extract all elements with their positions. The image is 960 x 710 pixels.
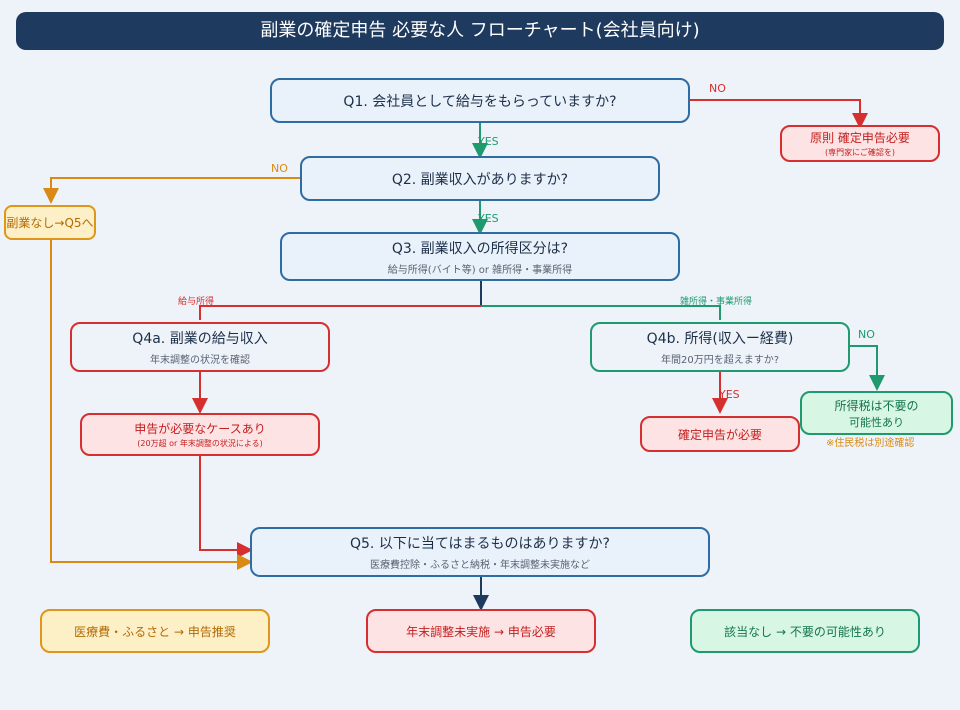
question-q2: Q2. 副業収入がありますか? [300,156,660,201]
q2-text: Q2. 副業収入がありますか? [391,171,569,188]
q5-subtext: 医療費控除・ふるさと納税・年末調整未実施など [370,560,590,571]
case-subtext: (20万超 or 年末調整の状況による) [137,439,263,448]
label-q2-yes: YES [478,212,499,225]
no-tax-text-2: 可能性あり [849,415,904,429]
label-q4b-no: NO [858,328,875,341]
q3-text: Q3. 副業収入の所得区分は? [391,240,569,257]
principle-subtext: (専門家にご確認を) [824,148,896,157]
connector-nosub-q5 [50,240,253,570]
outcome-medical-furusato: 医療費・ふるさと → 申告推奨 [40,609,270,653]
q3-subtext: 給与所得(バイト等) or 雑所得・事業所得 [387,264,573,276]
connector-q3-misc [481,305,721,320]
outcome-none-text: 該当なし → 不要の可能性あり [724,624,886,639]
label-q4b-yes: YES [719,388,740,401]
q5-text: Q5. 以下に当てはまるものはありますか? [350,536,610,552]
question-q4a: Q4a. 副業の給与収入 年末調整の状況を確認 [70,322,330,372]
q4b-text: Q4b. 所得(収入ー経費) [646,331,794,347]
outcome-yearend-text: 年末調整未実施 → 申告必要 [406,624,556,639]
principle-text: 原則 確定申告必要 [810,131,910,145]
label-q1-no: NO [709,82,726,95]
no-side-income-text: 副業なし→Q5へ [6,216,94,230]
label-q3-salary: 給与所得 [178,297,215,307]
outcome-yearend-missing: 年末調整未実施 → 申告必要 [366,609,596,653]
question-q3: Q3. 副業収入の所得区分は? 給与所得(バイト等) or 雑所得・事業所得 [280,232,680,281]
no-tax-text-1: 所得税は不要の [834,398,919,413]
result-no-income-tax: 所得税は不要の 可能性あり [800,391,953,435]
question-q1: Q1. 会社員として給与をもらっていますか? [270,78,690,123]
result-filing-required: 確定申告が必要 [640,416,800,452]
result-no-side-income: 副業なし→Q5へ [4,205,96,240]
resident-tax-note: ※住民税は別途確認 [826,438,915,449]
label-q2-no: NO [271,162,288,175]
page-title: 副業の確定申告 必要な人 フローチャート(会社員向け) [16,12,944,50]
case-text: 申告が必要なケースあり [134,422,266,436]
q4a-text: Q4a. 副業の給与収入 [132,331,268,347]
outcome-medical-text: 医療費・ふるさと → 申告推奨 [74,624,236,639]
question-q4b: Q4b. 所得(収入ー経費) 年間20万円を超えますか? [590,322,850,372]
q4b-subtext: 年間20万円を超えますか? [660,355,780,366]
label-q1-yes: YES [478,135,499,148]
q1-text: Q1. 会社員として給与をもらっていますか? [343,93,617,110]
label-q3-misc: 雑所得・事業所得 [680,297,753,307]
connector-q3-salary [199,305,481,320]
result-filing-case: 申告が必要なケースあり (20万超 or 年末調整の状況による) [80,413,320,456]
connector-q1-no [690,99,868,129]
required-text: 確定申告が必要 [677,427,762,442]
q4a-subtext: 年末調整の状況を確認 [150,355,250,366]
outcome-none: 該当なし → 不要の可能性あり [690,609,920,653]
question-q5: Q5. 以下に当てはまるものはありますか? 医療費控除・ふるさと納税・年末調整未… [250,527,710,577]
connector-case-q5 [199,456,253,558]
result-principle-required: 原則 確定申告必要 (専門家にご確認を) [780,125,940,162]
connector-q4b-no [850,345,885,391]
connector-q2-no [43,177,301,204]
